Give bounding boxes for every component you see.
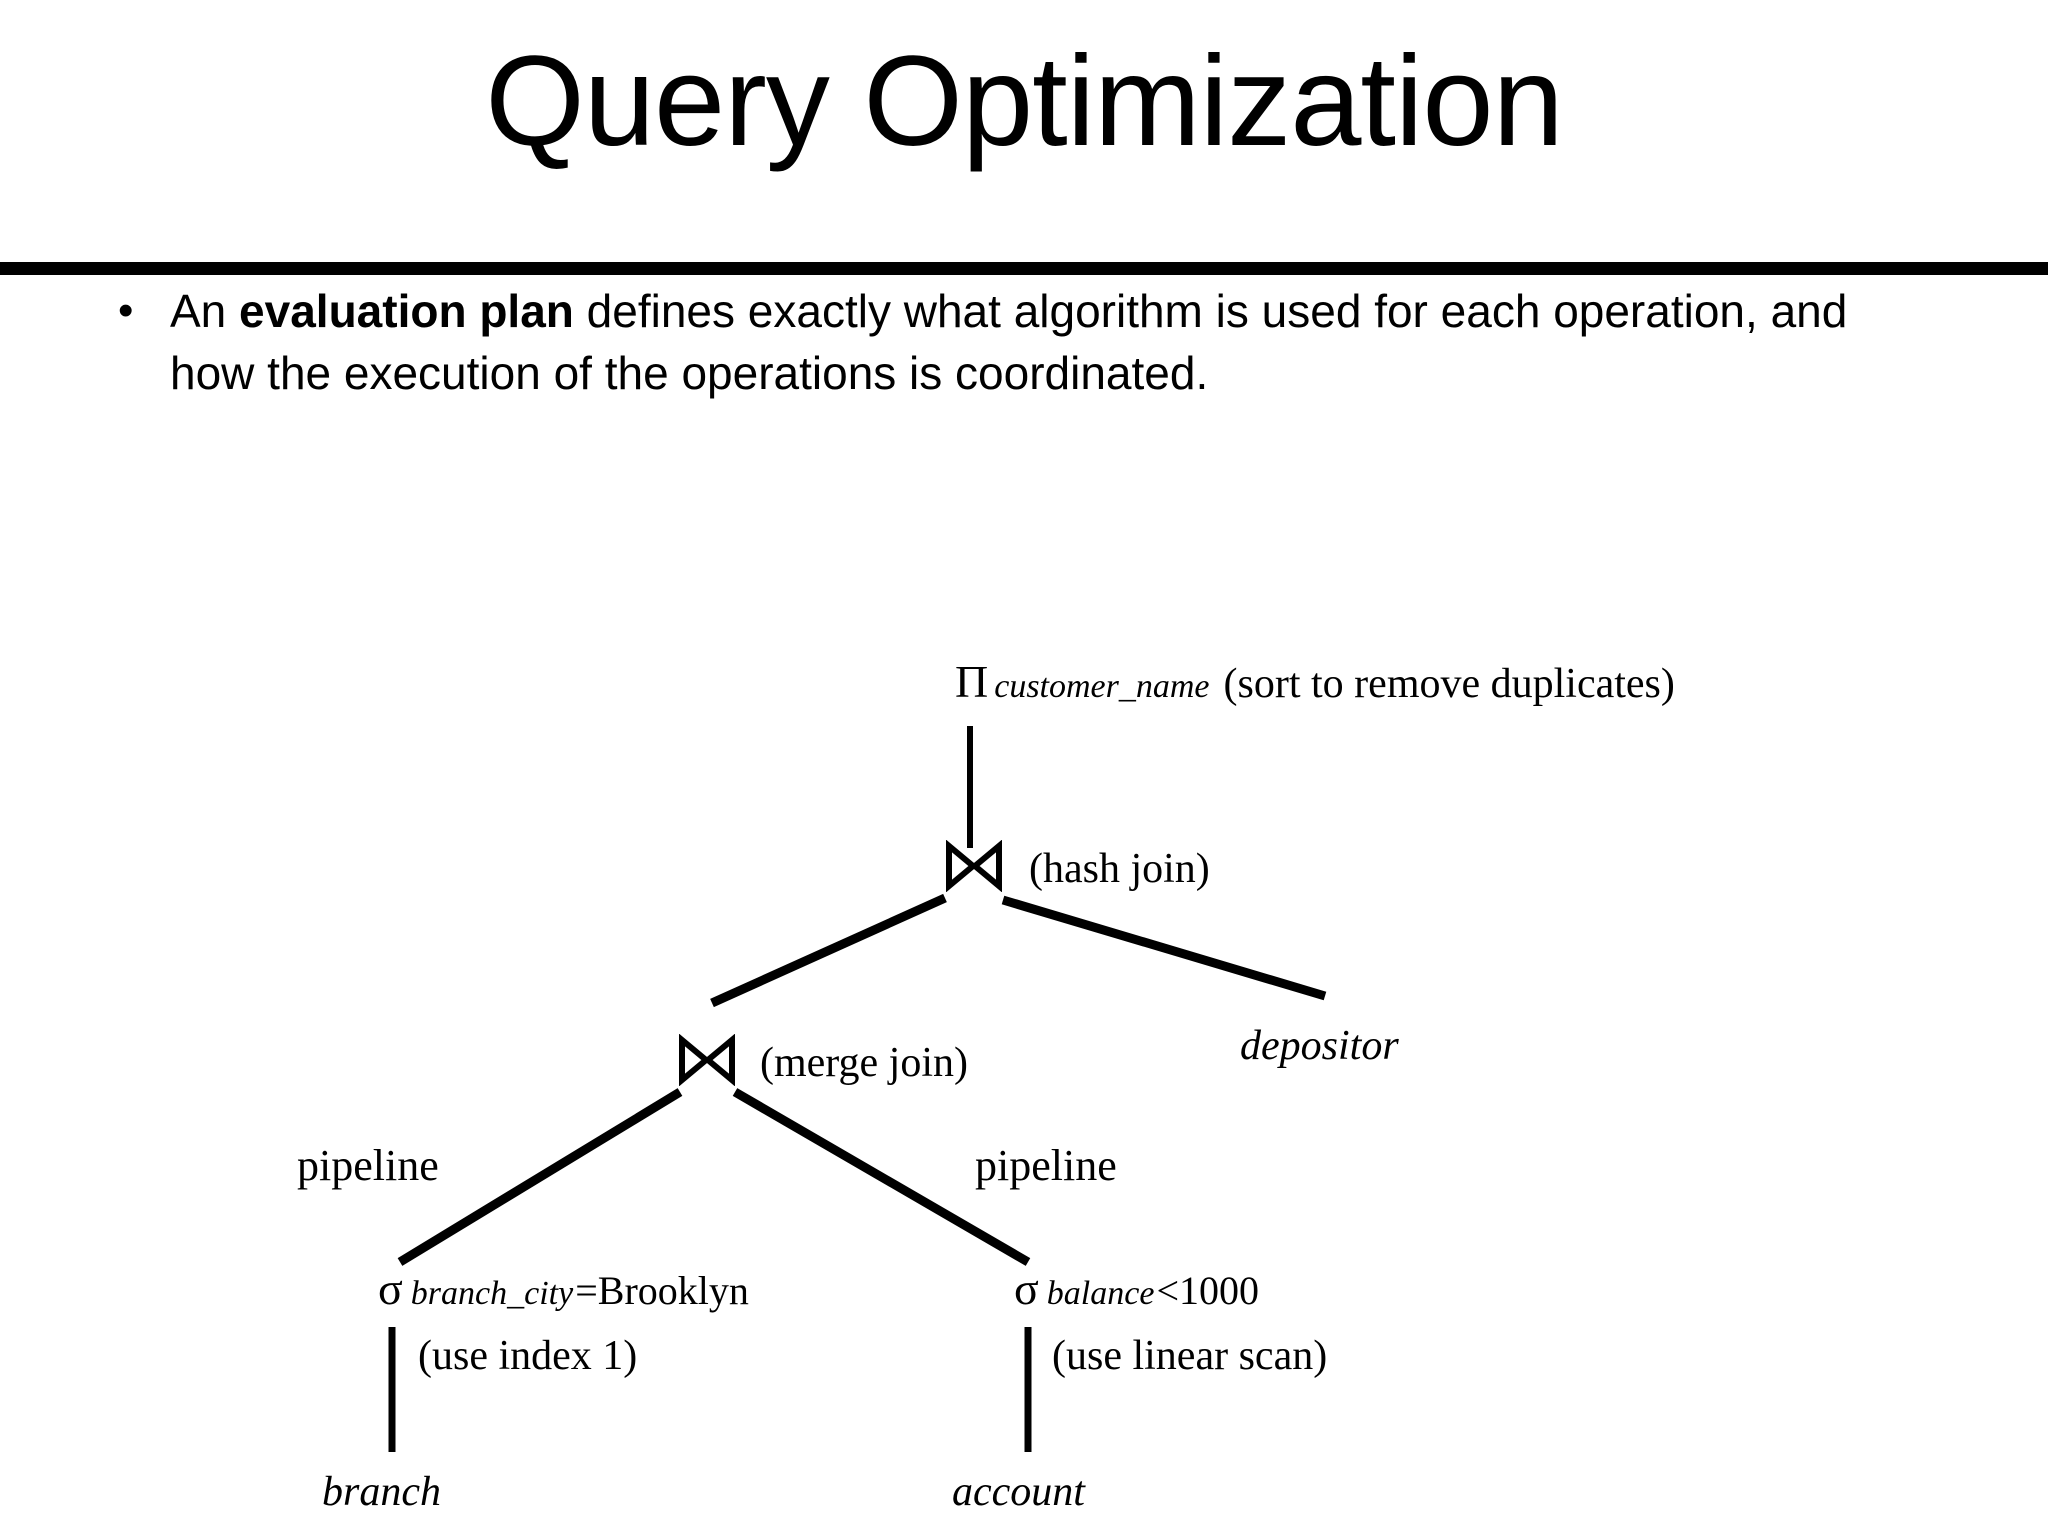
select-account-symbol: σ bbox=[1014, 1263, 1039, 1314]
select-account-subscript: balance bbox=[1046, 1275, 1155, 1312]
projection-subscript: customer_name bbox=[994, 668, 1210, 705]
title-divider-rule bbox=[0, 262, 2048, 275]
node-projection: Π customer_name (sort to remove duplicat… bbox=[955, 655, 1675, 708]
projection-symbol: Π bbox=[955, 656, 989, 707]
select-branch-subscript: branch_city bbox=[410, 1275, 574, 1312]
edge-label-pipeline-right: pipeline bbox=[975, 1140, 1117, 1191]
node-hash-join: (hash join) bbox=[945, 839, 1210, 903]
bullet-text-pre: An bbox=[170, 285, 240, 337]
page-title: Query Optimization bbox=[485, 30, 1564, 173]
pipeline-left-label: pipeline bbox=[297, 1141, 439, 1190]
bullet-text-bold: evaluation plan bbox=[239, 285, 574, 337]
bullet-text-line2: operation, and how the execution of the … bbox=[170, 285, 1848, 399]
join-bowtie-icon bbox=[945, 839, 1003, 897]
hash-join-annotation: (hash join) bbox=[1029, 846, 1210, 892]
relation-depositor-label: depositor bbox=[1240, 1023, 1399, 1069]
node-relation-account: account bbox=[952, 1468, 1085, 1516]
select-branch-annotation: (use index 1) bbox=[418, 1333, 638, 1379]
bullet-marker-icon: • bbox=[118, 286, 134, 335]
node-select-branch: σ branch_city = Brooklyn bbox=[378, 1262, 749, 1315]
node-merge-join: (merge join) bbox=[678, 1033, 968, 1097]
join-bowtie-icon bbox=[678, 1033, 736, 1091]
node-select-account: σ balance < 1000 bbox=[1014, 1262, 1259, 1315]
select-branch-operator: = bbox=[575, 1268, 598, 1313]
select-branch-value: Brooklyn bbox=[597, 1268, 749, 1313]
bullet-text: An evaluation plan defines exactly what … bbox=[170, 280, 1918, 404]
relation-branch-label: branch bbox=[322, 1469, 441, 1515]
select-account-annotation: (use linear scan) bbox=[1052, 1333, 1328, 1379]
bullet-list: • An evaluation plan defines exactly wha… bbox=[118, 280, 1918, 404]
bullet-text-post: defines exactly what algorithm is used f… bbox=[573, 285, 1541, 337]
select-account-operator: < bbox=[1156, 1268, 1179, 1313]
list-item: • An evaluation plan defines exactly wha… bbox=[118, 280, 1918, 404]
edge-mergejoin-select-branch bbox=[397, 1088, 683, 1266]
projection-annotation: (sort to remove duplicates) bbox=[1223, 661, 1675, 707]
pipeline-right-label: pipeline bbox=[975, 1141, 1117, 1190]
annotation-use-linear-scan: (use linear scan) bbox=[1052, 1332, 1327, 1380]
edge-hashjoin-depositor bbox=[1001, 895, 1327, 1001]
relation-account-label: account bbox=[952, 1469, 1085, 1515]
annotation-use-index: (use index 1) bbox=[418, 1332, 637, 1380]
select-account-value: 1000 bbox=[1179, 1268, 1259, 1313]
merge-join-annotation: (merge join) bbox=[760, 1040, 968, 1086]
node-relation-depositor: depositor bbox=[1240, 1022, 1399, 1070]
edge-hashjoin-mergejoin bbox=[710, 893, 947, 1008]
node-relation-branch: branch bbox=[322, 1468, 441, 1516]
select-branch-symbol: σ bbox=[378, 1263, 403, 1314]
edge-label-pipeline-left: pipeline bbox=[297, 1140, 439, 1191]
